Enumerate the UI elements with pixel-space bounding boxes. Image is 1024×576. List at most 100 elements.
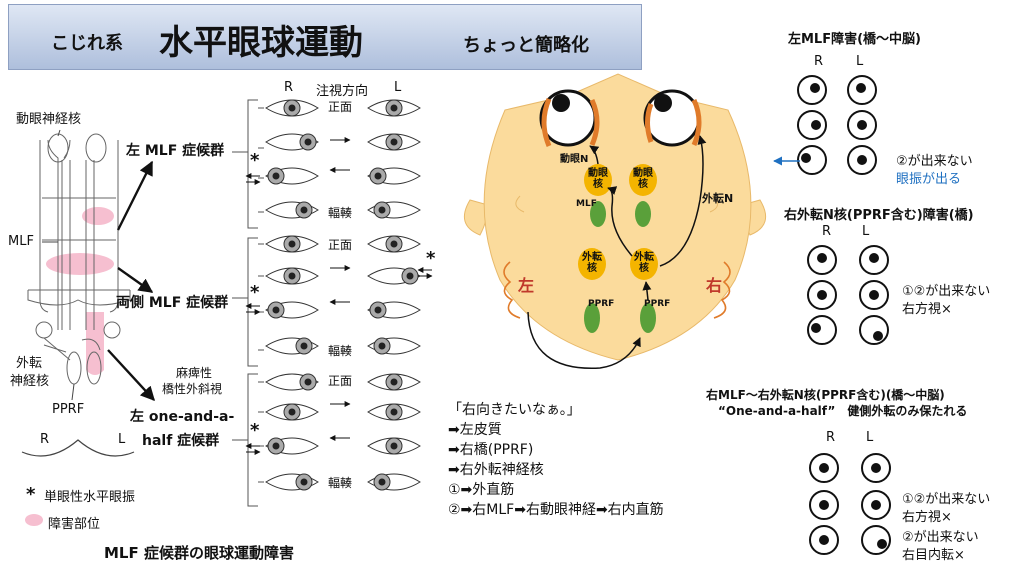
- eye-left-row-11: [367, 437, 421, 455]
- asterisk-1: *: [250, 150, 260, 171]
- case2-title: 右外転N核(PPRF含む)障害(橋): [784, 208, 974, 223]
- case2-note-1: ①②が出来ない: [902, 284, 991, 299]
- gaze-arrows: [245, 137, 433, 455]
- syndrome-oaah-2: half 症候群: [142, 433, 220, 449]
- pathway-line-5: ①➡外直筋: [448, 482, 515, 498]
- case-eyes: [797, 75, 891, 555]
- case3-eye-left-1: [861, 453, 891, 483]
- eye-right-row-5: [265, 235, 319, 253]
- case2-eye-left-3: [859, 315, 889, 345]
- front-label-2: 正面: [328, 238, 353, 252]
- abducens-nucleus-left-label: 外転核: [582, 252, 602, 274]
- case2-l: L: [862, 224, 870, 239]
- case3-eye-left-3: [861, 525, 891, 555]
- legend-asterisk-text: 単眼性水平眼振: [44, 490, 136, 505]
- case1-eye-left-2: [847, 110, 877, 140]
- front-label-1: 正面: [328, 100, 353, 114]
- abducens-nerve-label: 外転N: [702, 192, 734, 205]
- case3-eye-right-2: [809, 490, 839, 520]
- pathway-line-4: ➡右外転神経核: [448, 462, 544, 478]
- eye-right-row-12: [265, 473, 319, 491]
- case3-r: R: [826, 430, 836, 445]
- front-label-3: 正面: [328, 374, 353, 388]
- case1-note-2: 眼振が出る: [896, 172, 962, 187]
- paralytic-label-1: 麻痺性: [176, 366, 213, 380]
- pathway-line-2: ➡左皮質: [448, 422, 502, 438]
- case1-eye-left-1: [847, 75, 877, 105]
- case2-r: R: [822, 224, 832, 239]
- case3-note-3: ②が出来ない: [902, 530, 979, 545]
- convergence-label-1: 輻輳: [328, 206, 353, 220]
- abducens-nucleus-label-2: 神経核: [10, 374, 50, 389]
- eye-left-row-12: [367, 473, 421, 491]
- case2-eye-right-1: [807, 245, 837, 275]
- header-r: R: [284, 80, 294, 95]
- case1-note-1: ②が出来ない: [896, 154, 973, 169]
- asterisk-2: *: [250, 282, 260, 303]
- case3-note-1: ①②が出来ない: [902, 492, 991, 507]
- case1-r: R: [814, 54, 824, 69]
- left-hemisphere-label: 左: [518, 276, 535, 295]
- figure-caption: MLF 症候群の眼球運動障害: [104, 544, 294, 562]
- pprf-left-label: PPRF: [588, 300, 614, 309]
- title-prefix: こじれ系: [51, 33, 123, 54]
- case3-eye-right-3: [809, 525, 839, 555]
- case3-title-1: 右MLF〜右外転N核(PPRF含む)(橋〜中脳): [706, 388, 945, 402]
- mlf-label: MLF: [8, 234, 34, 249]
- case1-eye-right-1: [797, 75, 827, 105]
- oculomotor-nucleus-left-label: 動眼核: [588, 168, 608, 190]
- pprf-right-label: PPRF: [644, 300, 670, 309]
- syndrome-oaah-1: 左 one-and-a-: [130, 409, 235, 425]
- eye-right-row-10: [265, 403, 319, 421]
- header-l: L: [394, 80, 402, 95]
- case2-eye-right-3: [807, 315, 837, 345]
- pathway-line-3: ➡右橋(PPRF): [448, 442, 534, 458]
- case1-title: 左MLF障害(橋〜中脳): [788, 32, 921, 47]
- syndrome-bilateral-mlf: 両側 MLF 症候群: [116, 295, 229, 311]
- eye-left-row-8: [367, 337, 421, 355]
- brainstem-schematic: [21, 129, 155, 526]
- eye-left-row-9: [367, 373, 421, 391]
- pprf-label: PPRF: [52, 402, 85, 417]
- case3-note-2: 右方視×: [902, 510, 952, 525]
- eye-left-row-6: [367, 267, 421, 285]
- case1-eye-right-2: [797, 110, 827, 140]
- case2-note-2: 右方視×: [902, 302, 952, 317]
- title-bar: こじれ系 水平眼球運動 ちょっと簡略化: [8, 4, 642, 70]
- legend-asterisk-mark: *: [26, 484, 36, 505]
- asterisk-4: *: [426, 248, 436, 269]
- case1-eye-left-3: [847, 145, 877, 175]
- syndrome-left-mlf: 左 MLF 症候群: [126, 143, 225, 159]
- oculomotor-nucleus-label: 動眼神経核: [16, 112, 82, 127]
- eye-left-row-5: [367, 235, 421, 253]
- eye-right-row-1: [265, 99, 319, 117]
- convergence-label-3: 輻輳: [328, 476, 353, 490]
- asterisk-3: *: [250, 420, 260, 441]
- title-suffix: ちょっと簡略化: [463, 35, 589, 56]
- eye-right-row-6: [265, 267, 319, 285]
- case1-l: L: [856, 54, 864, 69]
- eye-right-row-2: [265, 133, 319, 151]
- paralytic-label-2: 橋性外斜視: [162, 382, 223, 396]
- case1-eye-right-3: [797, 145, 827, 175]
- page-title: 水平眼球運動: [159, 23, 363, 63]
- abducens-nucleus-right-label: 外転核: [634, 252, 654, 274]
- oculomotor-nucleus-right-label: 動眼核: [633, 168, 653, 190]
- syndrome-brackets: [232, 99, 264, 507]
- mlf-vertical-label: MLF: [576, 200, 597, 209]
- right-hemisphere-label: 右: [706, 276, 723, 295]
- abducens-nucleus-label-1: 外転: [16, 356, 43, 371]
- case2-eye-right-2: [807, 280, 837, 310]
- case2-eye-left-1: [859, 245, 889, 275]
- legend-lesion-text: 障害部位: [48, 517, 101, 532]
- eye-right-row-9: [265, 373, 319, 391]
- case3-eye-right-1: [809, 453, 839, 483]
- case3-l: L: [866, 430, 874, 445]
- case2-eye-left-2: [859, 280, 889, 310]
- eye-left-row-10: [367, 403, 421, 421]
- convergence-label-2: 輻輳: [328, 344, 353, 358]
- header-gaze-direction: 注視方向: [316, 84, 369, 99]
- eye-right-row-8: [265, 337, 319, 355]
- eye-pairs-grid: [265, 99, 421, 491]
